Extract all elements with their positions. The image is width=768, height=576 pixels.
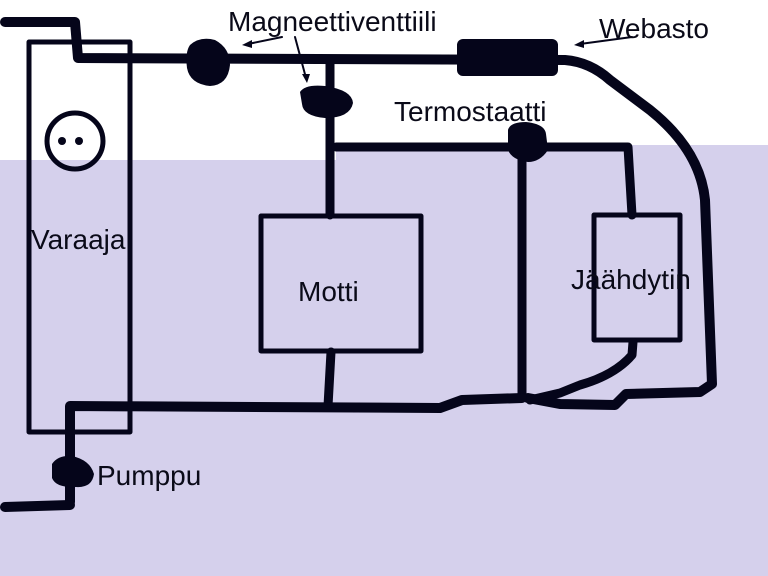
varaaja-gauge-icon [44,110,106,172]
pipe-supply-top [0,17,717,410]
termostaatti-icon [508,122,548,162]
motti-box [258,213,424,354]
pipe-motti-return [323,347,336,411]
background-lavender [0,145,768,576]
webasto-heater-icon [457,39,558,76]
arrowhead-icon [574,40,584,48]
pipe-radiator-return [525,337,638,405]
arrowhead-icon [242,40,252,48]
magneettiventtiili-valve-icon [186,38,230,86]
label-webasto: Webasto [599,13,709,44]
label-varaaja: Varaaja [31,224,126,255]
arrow-webasto-line [579,36,633,45]
pumppu-pump-icon [52,455,94,488]
arrow-magneettiventtiili-line [247,36,283,45]
pipe-thermostat-branch [331,142,637,220]
thermo-valve-icon [300,85,353,118]
pipe-return-bottom [65,393,527,507]
arrowhead-icon [302,74,310,83]
label-termostaatti: Termostaatti [394,96,547,127]
gauge-dot [75,137,83,145]
label-pumppu: Pumppu [97,460,201,491]
label-motti: Motti [298,276,359,307]
arrow-valve-line [294,36,307,79]
gauge-dot [58,137,66,145]
label-jaahdytin: Jäähdytin [571,264,691,295]
label-magneettiventtiili: Magneettiventtiili [228,6,437,37]
pipe-pump-outlet [0,500,75,512]
